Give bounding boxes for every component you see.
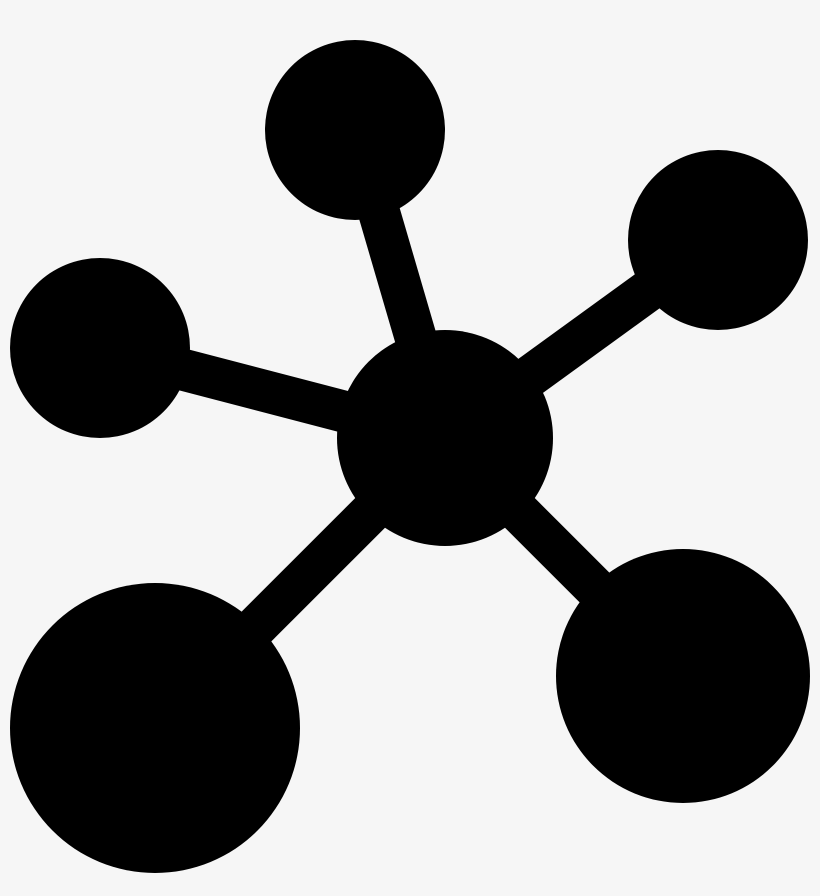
hub-node <box>337 330 553 546</box>
node-lower-left <box>10 583 300 873</box>
node-lower-right <box>556 549 810 803</box>
node-top <box>265 40 445 220</box>
node-left <box>10 258 190 438</box>
network-nodes <box>10 40 810 873</box>
node-upper-right <box>628 150 808 330</box>
